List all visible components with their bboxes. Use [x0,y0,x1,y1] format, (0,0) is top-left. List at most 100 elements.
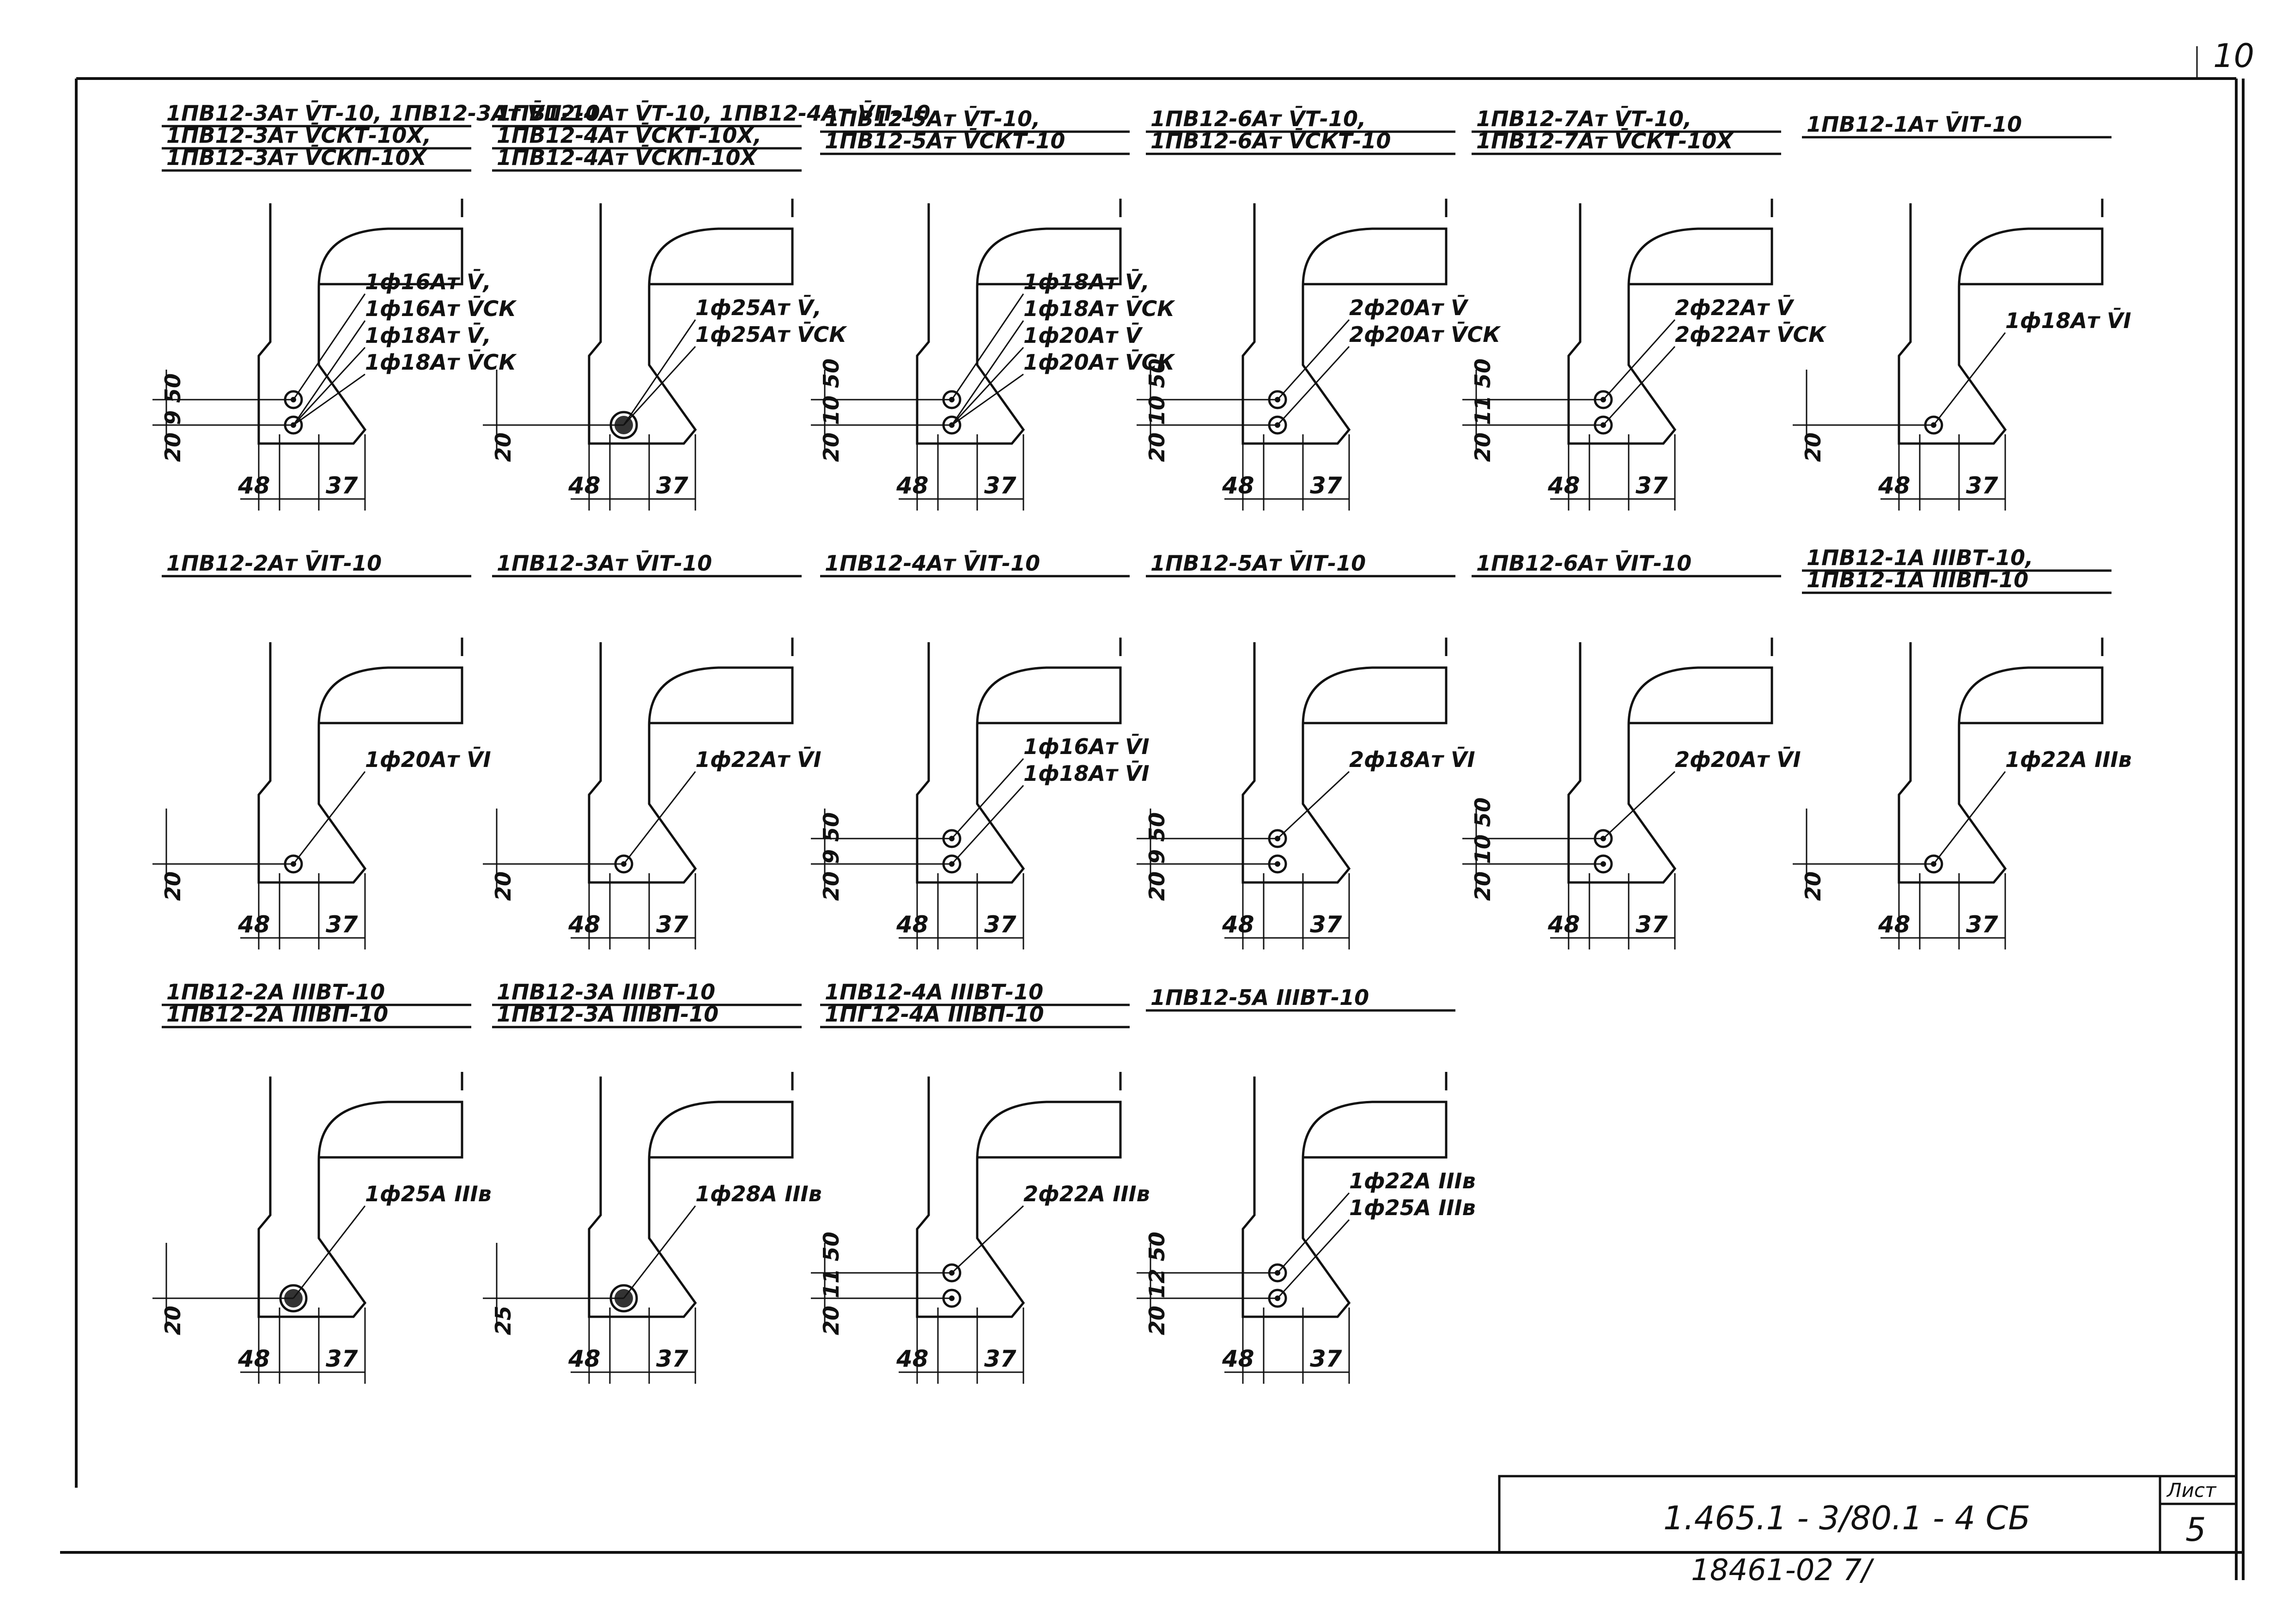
dimension-left: 48 [896,1345,929,1372]
rebar-callout: 2ф20Ат V̄I [1675,747,1801,772]
dimension-left: 48 [1878,911,1911,938]
dimension-left: 48 [1878,472,1911,499]
leader-line [951,347,1024,426]
rebar-callout: 1ф20Ат V̄I [365,747,491,772]
rebar-callout: 2ф20Ат V̄ [1349,295,1469,320]
rebar-callout: 1ф22Ат V̄I [695,747,821,772]
rebar-callout: 2ф22Ат V̄ [1675,295,1795,320]
rebar-callout: 1ф18Ат V̄СК [365,349,517,375]
leader-line [623,346,696,426]
vertical-dimension: 20 11 50 [819,1232,844,1335]
section-outline [257,203,463,445]
detail-title: 1ПВ12-4Ат V̄Т-10, 1ПВ12-4Ат V̄П-10 [497,100,931,126]
detail-title: 1ПВ12-5А ІІІВТ-10 [1150,985,1369,1010]
leader-line [293,373,365,426]
rebar-callout: 1ф16Ат V̄, [365,269,491,294]
section-outline [1241,642,1448,884]
dimension-right: 37 [326,911,358,938]
rebar-callout: 1ф18Ат V̄, [1023,269,1150,294]
dimension-left: 48 [1222,911,1254,938]
dimension-right: 37 [1310,911,1342,938]
dimension-right: 37 [1966,911,1998,938]
leader-line [292,347,366,426]
dimension-left: 48 [896,911,929,938]
rebar-callout: 1ф25Ат V̄, [695,295,821,320]
section-outline [588,1077,794,1318]
detail-title: 1ПВ12-3Ат V̄СКП-10Х [166,145,428,170]
detail-title: 1ПВ12-5Ат V̄IТ-10 [1150,550,1366,576]
detail-title: 1ПВ12-4Ат V̄СКП-10Х [497,145,758,170]
dimension-left: 48 [1547,472,1580,499]
detail-title: 1ПВ12-3А ІІІВТ-10 [497,979,715,1004]
section-outline [916,642,1122,884]
leader-line [292,771,366,864]
vertical-dimension: 20 [491,871,516,901]
dimension-right: 37 [984,911,1016,938]
drawing-code: 1.465.1 - 3/80.1 - 4 CБ [1663,1499,2030,1537]
rebar-callout: 2ф22Ат V̄СК [1675,322,1827,347]
leader-line [951,785,1024,865]
detail-12: 1ПВ12-1А ІІІВТ-10,1ПВ12-1А ІІІВП-10201ф2… [1793,545,2132,949]
vertical-dimension: 20 [160,1306,185,1335]
leader-line [951,293,1024,400]
leader-line [951,1205,1024,1274]
vertical-dimension: 20 10 50 [819,359,844,462]
dimension-right: 37 [656,472,688,499]
section-outline [588,642,794,884]
rebar-callout: 2ф18Ат V̄I [1349,747,1475,772]
detail-2: 1ПВ12-4Ат V̄Т-10, 1ПВ12-4Ат V̄П-10 1ПВ12-… [483,100,931,511]
dimension-right: 37 [326,1345,358,1372]
detail-title: 1ПВ12-7Ат V̄СКТ-10Х [1476,128,1734,153]
leader-line [1277,1192,1350,1274]
vertical-dimension: 20 [1801,871,1825,901]
leader-line [1277,1219,1350,1299]
detail-title: 1ПВ12-1А ІІІВТ-10, [1807,545,2033,570]
section-outline [1241,1077,1448,1318]
dimension-left: 48 [237,472,270,499]
leader-line [292,293,366,400]
rebar-callout: 1ф16Ат V̄СК [365,296,517,321]
rebar-callout: 1ф18Ат V̄I [2005,308,2131,333]
detail-title: 1ПВ12-3Ат V̄Т-10, 1ПВ12-3Ат V̄П-10 [166,100,600,126]
dimension-left: 48 [896,472,929,499]
section-outline [1898,642,2104,884]
rebar-callout: 1ф25Ат V̄СК [695,322,847,347]
page-number: 10 [2213,37,2254,75]
leader-line [1277,771,1350,839]
detail-title: 1ПВ12-3А ІІІВП-10 [497,1002,718,1027]
leader-line [1933,771,2006,864]
dimension-right: 37 [656,1345,688,1372]
dimension-right: 37 [1310,472,1342,499]
section-outline [588,203,794,445]
rebar-callout: 2ф22А ІІІв [1023,1181,1150,1206]
leader-line [292,320,366,426]
section-outline [916,203,1122,445]
vertical-dimension: 25 [491,1306,516,1335]
section-outline [1898,203,2104,445]
section-outline [257,642,463,884]
detail-title: 1ПВ12-6Ат V̄Т-10, [1150,106,1366,131]
detail-1: 1ПВ12-3Ат V̄Т-10, 1ПВ12-3Ат V̄П-101ПВ12-… [152,100,600,511]
detail-title: 1ПВ12-4А ІІІВТ-10 [825,979,1043,1004]
vertical-dimension: 20 10 50 [1470,797,1495,901]
leader-line [951,320,1024,426]
dimension-right: 37 [1966,472,1998,499]
leader-line [951,373,1024,426]
rebar-callout: 1ф16Ат V̄I [1023,734,1150,759]
vertical-dimension: 20 [160,871,185,901]
leader-line [1933,332,2006,426]
section-outline [1241,203,1448,445]
detail-title: 1ПВ12-1А ІІІВП-10 [1807,567,2028,592]
leader-line [1602,346,1676,426]
vertical-dimension: 20 [491,432,516,462]
detail-title: 1ПВ12-3Ат V̄СКТ-10Х, [166,122,431,148]
